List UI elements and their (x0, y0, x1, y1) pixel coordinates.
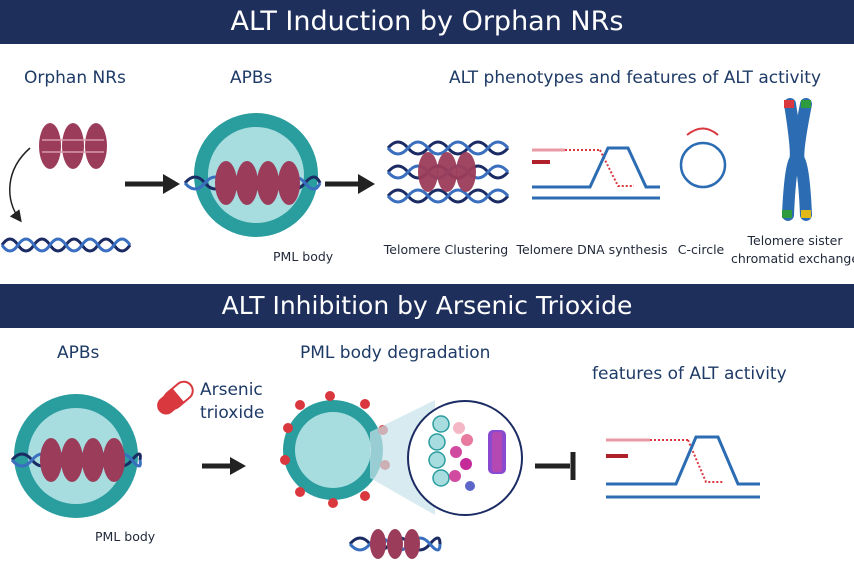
top-apb (183, 113, 322, 237)
tsce-label-line2: chromatid exchange (730, 251, 854, 266)
inhibition-arrow (535, 452, 576, 480)
top-apbs-label: APBs (230, 68, 273, 88)
degrading-pml-body (280, 391, 390, 508)
bottom-section-title: ALT Inhibition by Arsenic Trioxide (0, 284, 854, 328)
dna-helix-top-left (0, 237, 132, 253)
top-pml-body-label: PML body (273, 249, 334, 264)
orphan-nr-nucleosomes (39, 123, 107, 169)
telomere-dna-synthesis-label: Telomere DNA synthesis (516, 242, 668, 257)
features-alt-activity-label: features of ALT activity (592, 364, 787, 384)
arsenic-label-line1: Arsenic (200, 380, 263, 400)
c-circle-label: C-circle (677, 242, 725, 257)
tsce-label-line1: Telomere sister (747, 233, 843, 248)
telomere-clustering-figure (386, 140, 510, 204)
orphan-nrs-label: Orphan NRs (24, 68, 126, 88)
bottom-pml-body-label: PML body (95, 529, 156, 544)
telomere-synthesis-figure-bottom (606, 435, 760, 499)
pml-degradation-label: PML body degradation (300, 343, 491, 363)
arsenic-pill-icon (157, 380, 194, 415)
released-dna (348, 529, 442, 559)
alt-phenotypes-label: ALT phenotypes and features of ALT activ… (449, 68, 822, 88)
zoom-detail-circle (407, 400, 523, 516)
telomere-clustering-label: Telomere Clustering (383, 242, 509, 257)
c-circle-figure (679, 127, 727, 189)
bottom-apb (10, 394, 142, 518)
top-arrow-2 (325, 174, 375, 194)
binding-arrow (9, 147, 31, 223)
bottom-arrow (202, 457, 246, 475)
top-arrow-1 (125, 174, 180, 194)
top-section-title: ALT Induction by Orphan NRs (0, 0, 854, 44)
arsenic-label-line2: trioxide (200, 403, 265, 423)
telomere-synthesis-figure-top (532, 146, 660, 200)
bottom-apbs-label: APBs (57, 343, 100, 363)
chromosome-figure (782, 98, 812, 221)
